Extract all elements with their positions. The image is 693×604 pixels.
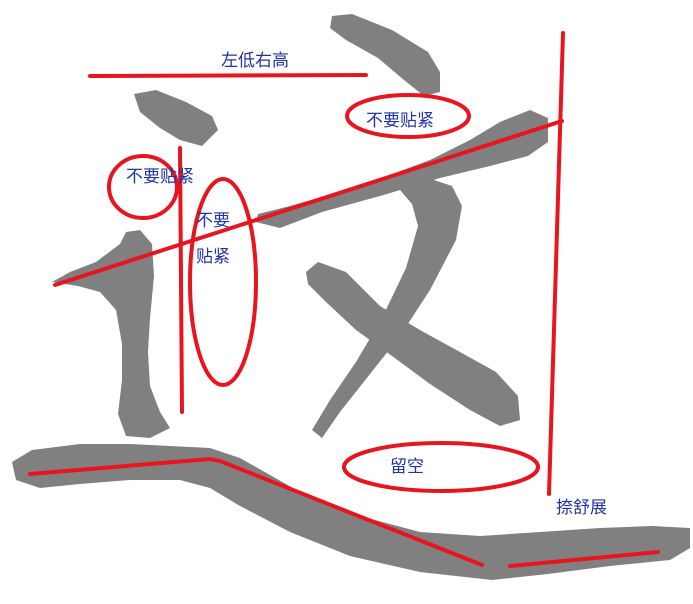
right-not-tight-ellipse bbox=[345, 93, 471, 139]
label-leave-space: 留空 bbox=[390, 457, 424, 477]
tail-stroke-guide bbox=[508, 550, 660, 568]
label-not-tight-vertical-1: 不要 bbox=[196, 211, 230, 231]
label-not-tight-right: 不要贴紧 bbox=[366, 111, 434, 131]
label-not-tight-vertical-2: 贴紧 bbox=[196, 247, 230, 267]
glyph-right-falling-stroke bbox=[306, 262, 520, 426]
right-vertical-guide bbox=[547, 31, 565, 496]
vertical-not-tight-ellipse bbox=[188, 177, 258, 387]
glyph-left-falling-stroke bbox=[312, 178, 462, 438]
leave-space-ellipse bbox=[342, 441, 540, 493]
label-not-tight-left: 不要贴紧 bbox=[126, 167, 194, 187]
annotations: 左低右高 不要贴紧 不要贴紧 不要 贴紧 留空 捺舒展 bbox=[126, 51, 607, 518]
glyph-horizontal-stroke bbox=[256, 110, 548, 228]
base-stroke-guide bbox=[28, 456, 484, 567]
slant-guide-line bbox=[53, 119, 564, 287]
label-stretch-out: 捺舒展 bbox=[556, 498, 607, 518]
label-left-low-right-high: 左低右高 bbox=[221, 51, 289, 71]
guides bbox=[28, 31, 660, 568]
glyph-radical-hook bbox=[52, 230, 170, 438]
glyph-radical-dot bbox=[134, 90, 218, 146]
glyph-radical-base bbox=[12, 444, 690, 580]
glyph-zhe bbox=[12, 14, 690, 580]
left-not-tight-ellipse bbox=[107, 154, 179, 220]
left-vertical-guide bbox=[178, 146, 184, 414]
glyph-top-dot bbox=[330, 14, 440, 96]
top-horizontal-guide bbox=[88, 73, 368, 78]
